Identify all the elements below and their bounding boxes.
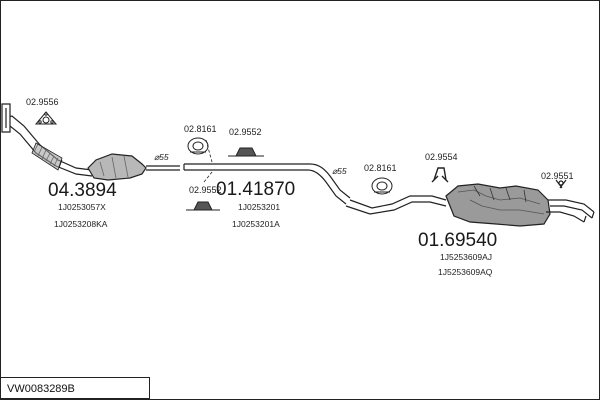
leader-lines xyxy=(203,139,213,183)
rear-pipe xyxy=(345,195,447,215)
clamp-1-icon xyxy=(187,137,209,155)
clamp-2-icon xyxy=(371,177,393,195)
hanger-3-label: 02.9554 xyxy=(425,152,458,162)
middle-pipe-oem-2: 1J0253201A xyxy=(232,219,280,229)
rear-silencer-oem-2: 1J5253609AQ xyxy=(438,267,493,277)
tailpipes xyxy=(546,199,595,223)
diagram-reference-box: VW0083289B xyxy=(0,377,150,399)
hanger-2-label: 02.9552 xyxy=(189,185,222,195)
gasket-front-label: 02.9556 xyxy=(26,97,59,107)
diameter-label-1: ⌀55 xyxy=(154,152,169,162)
clamp-2-label: 02.8161 xyxy=(364,163,397,173)
hanger-1-icon xyxy=(228,147,264,157)
flex-bellows xyxy=(31,142,63,171)
rear-silencer-oem-1: 1J5253609AJ xyxy=(440,252,492,262)
middle-pipe-number: 01.41870 xyxy=(216,179,296,200)
rear-silencer-number: 01.69540 xyxy=(418,230,498,251)
catalytic-converter-oem-1: 1J0253057X xyxy=(58,202,106,212)
catalytic-converter-oem-2: 1J0253208KA xyxy=(54,219,108,229)
catalytic-converter-shape xyxy=(87,153,180,181)
diameter-label-2: ⌀55 xyxy=(332,166,347,176)
rear-silencer-shape xyxy=(445,183,551,227)
clamp-1-label: 02.8161 xyxy=(184,124,217,134)
hanger-1-label: 02.9552 xyxy=(229,127,262,137)
middle-pipe-shape xyxy=(183,163,351,205)
hanger-4-icon xyxy=(555,179,567,189)
middle-pipe-oem-1: 1J0253201 xyxy=(238,202,281,212)
hanger-3-icon xyxy=(431,167,449,183)
hanger-4-label: 02.9551 xyxy=(541,171,574,181)
catalytic-converter-number: 04.3894 xyxy=(48,180,117,201)
diagram-reference-code: VW0083289B xyxy=(7,383,75,395)
hanger-2-icon xyxy=(186,201,220,211)
gasket-front-icon xyxy=(34,111,58,125)
